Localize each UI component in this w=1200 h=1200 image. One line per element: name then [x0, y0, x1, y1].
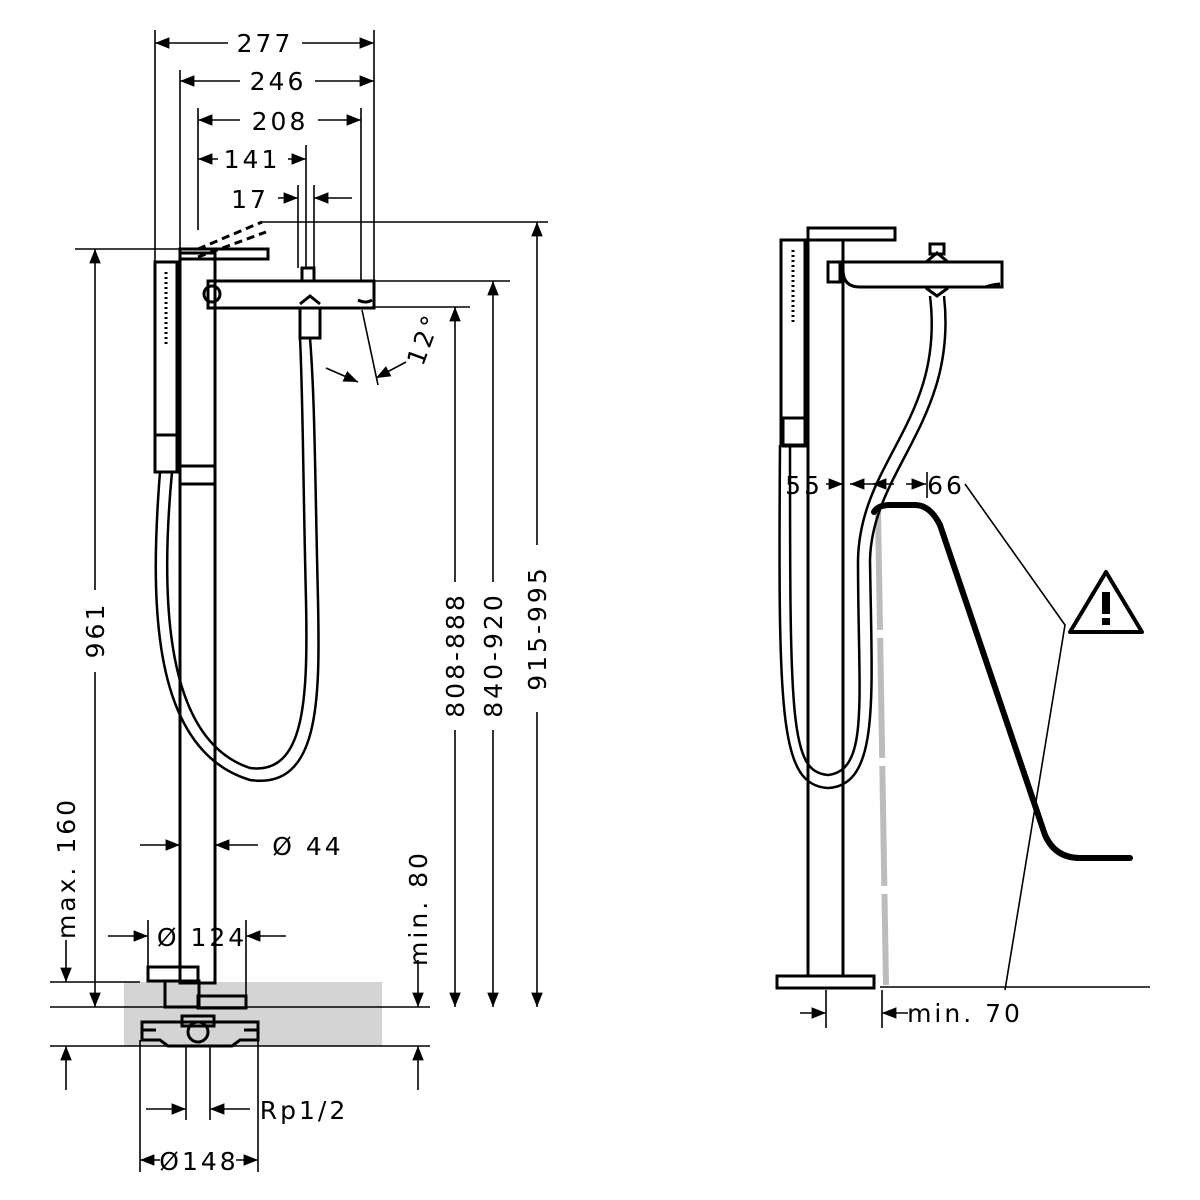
dim-141: 141 [224, 145, 281, 174]
side-column [806, 238, 845, 978]
dim-thread: Rp1/2 [260, 1096, 348, 1125]
dim-246: 246 [250, 67, 307, 96]
dim-277: 277 [237, 29, 294, 58]
dim-17: 17 [231, 185, 269, 214]
dim-diameter-124: Ø 124 [157, 923, 247, 952]
diverter-knob [300, 266, 316, 283]
floor-cutout [124, 982, 382, 1046]
side-view: 55 66 min. 70 [775, 226, 1150, 1028]
dim-min-70: min. 70 [907, 999, 1023, 1028]
dim-915-995: 915-995 [523, 565, 552, 690]
base-cover [146, 965, 200, 983]
dim-808-888: 808-888 [441, 592, 470, 717]
side-base [775, 974, 876, 990]
spout [206, 279, 376, 310]
dim-961: 961 [81, 602, 110, 659]
warning-triangle-icon [1068, 570, 1144, 634]
side-spout [841, 260, 1004, 289]
hose-connector [298, 306, 322, 340]
dim-840-920: 840-920 [479, 592, 508, 717]
side-lever [806, 226, 897, 242]
bathtub-edge [871, 502, 1133, 861]
dim-max-160: max. 160 [52, 797, 81, 939]
tub-wall-line [875, 509, 889, 986]
side-hose [788, 295, 933, 777]
dim-min-80: min. 80 [404, 850, 433, 966]
dim-208: 208 [252, 107, 309, 136]
hose [154, 337, 320, 782]
dim-55: 55 [785, 471, 823, 500]
dim-66: 66 [927, 471, 965, 500]
front-view: 277 246 208 141 17 12° 961 max. 160 min [50, 29, 552, 1176]
dim-diameter-148: Ø148 [159, 1147, 238, 1176]
dim-angle: 12° [401, 309, 446, 369]
column [178, 251, 217, 985]
dim-diameter-44: Ø 44 [272, 832, 343, 861]
installation-body [140, 1020, 260, 1048]
